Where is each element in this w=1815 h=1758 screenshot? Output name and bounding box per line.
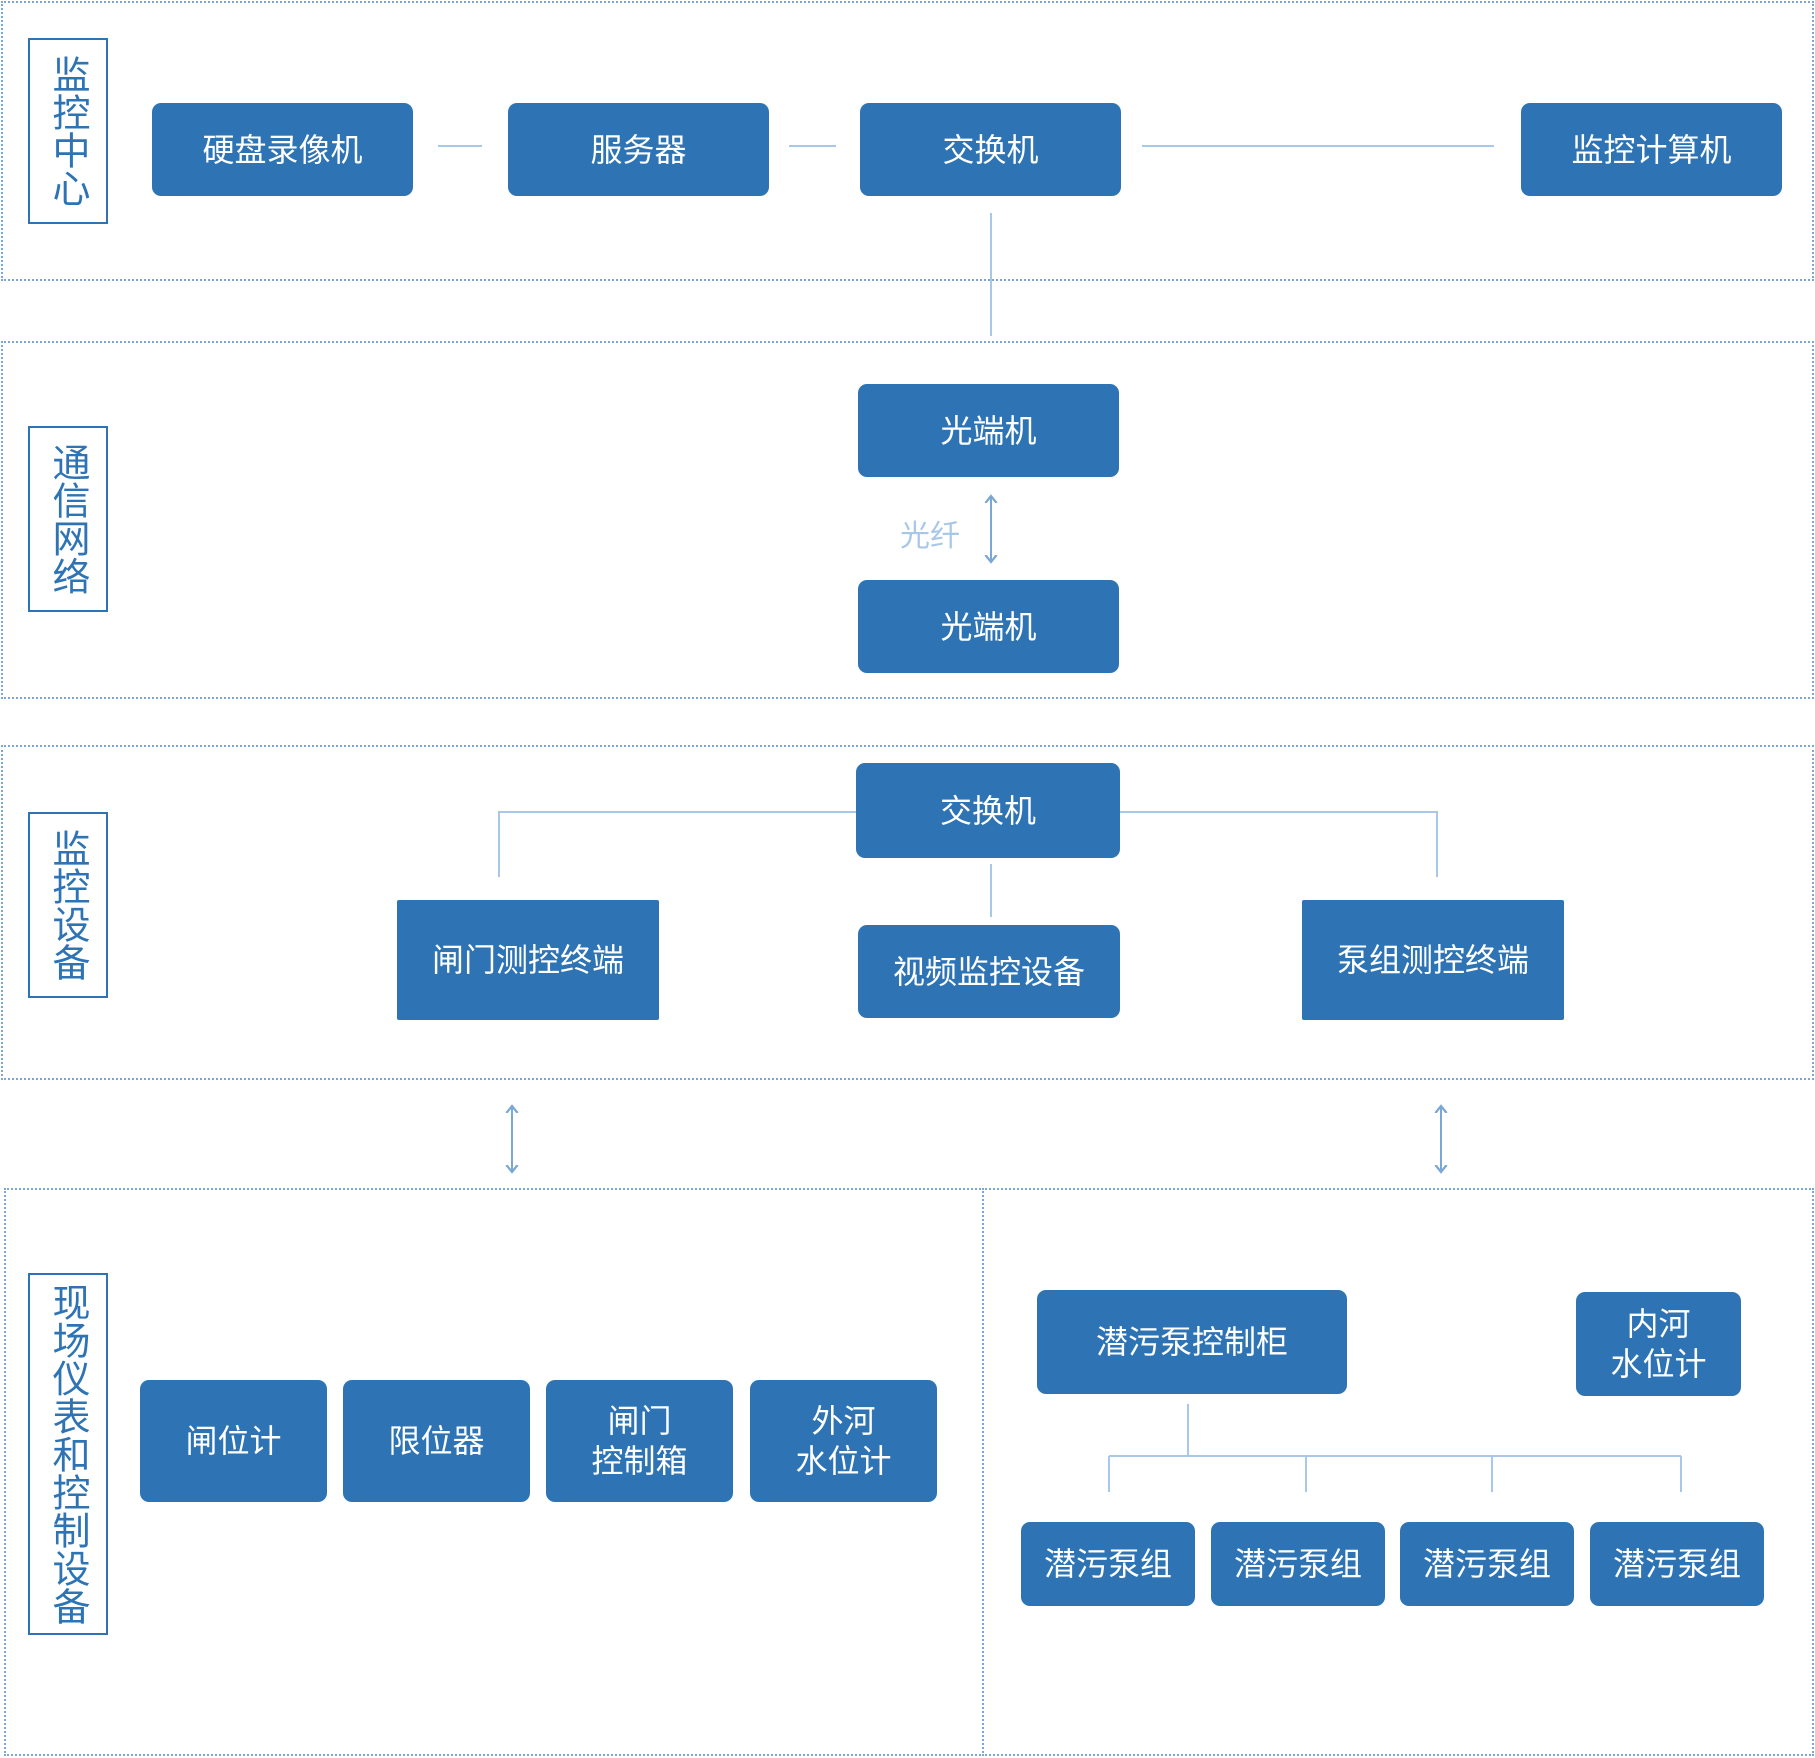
limit-switch-node: 限位器 (343, 1380, 530, 1502)
gate-position-meter-node: 闸位计 (140, 1380, 327, 1502)
switch-equipment-node: 交换机 (856, 763, 1120, 858)
pump-terminal-node: 泵组测控终端 (1302, 900, 1564, 1020)
field-equipment-right-frame (982, 1188, 1814, 1756)
pump-unit-3-node: 潜污泵组 (1400, 1522, 1574, 1606)
outer-river-level-node: 外河 水位计 (750, 1380, 937, 1502)
monitor-computer-node: 监控计算机 (1521, 103, 1782, 196)
link-switch-pump-terminal (1120, 811, 1438, 877)
monitoring-center-frame (1, 1, 1814, 281)
gate-terminal-node: 闸门测控终端 (397, 900, 659, 1020)
optical-terminal-bottom-node: 光端机 (858, 580, 1119, 673)
pump-unit-1-node: 潜污泵组 (1021, 1522, 1195, 1606)
section-label-field-equipment: 现场仪表和控制设备 (28, 1273, 108, 1635)
gate-control-box-node: 闸门 控制箱 (546, 1380, 733, 1502)
nvr-node: 硬盘录像机 (152, 103, 413, 196)
fiber-label: 光纤 (900, 519, 960, 554)
link-switch-gate-terminal (498, 811, 857, 877)
pump-unit-4-node: 潜污泵组 (1590, 1522, 1764, 1606)
pump-unit-2-node: 潜污泵组 (1211, 1522, 1385, 1606)
section-label-monitoring-equipment: 监控设备 (28, 812, 108, 998)
section-label-comm-network: 通信网络 (28, 426, 108, 612)
monitoring-equipment-frame (1, 745, 1814, 1080)
video-monitor-node: 视频监控设备 (858, 925, 1120, 1018)
comm-network-frame (1, 341, 1814, 699)
inner-river-level-node: 内河 水位计 (1576, 1292, 1741, 1396)
section-label-monitoring-center: 监控中心 (28, 38, 108, 224)
server-node: 服务器 (508, 103, 769, 196)
pump-control-cabinet-node: 潜污泵控制柜 (1037, 1290, 1347, 1394)
switch-center-node: 交换机 (860, 103, 1121, 196)
optical-terminal-top-node: 光端机 (858, 384, 1119, 477)
